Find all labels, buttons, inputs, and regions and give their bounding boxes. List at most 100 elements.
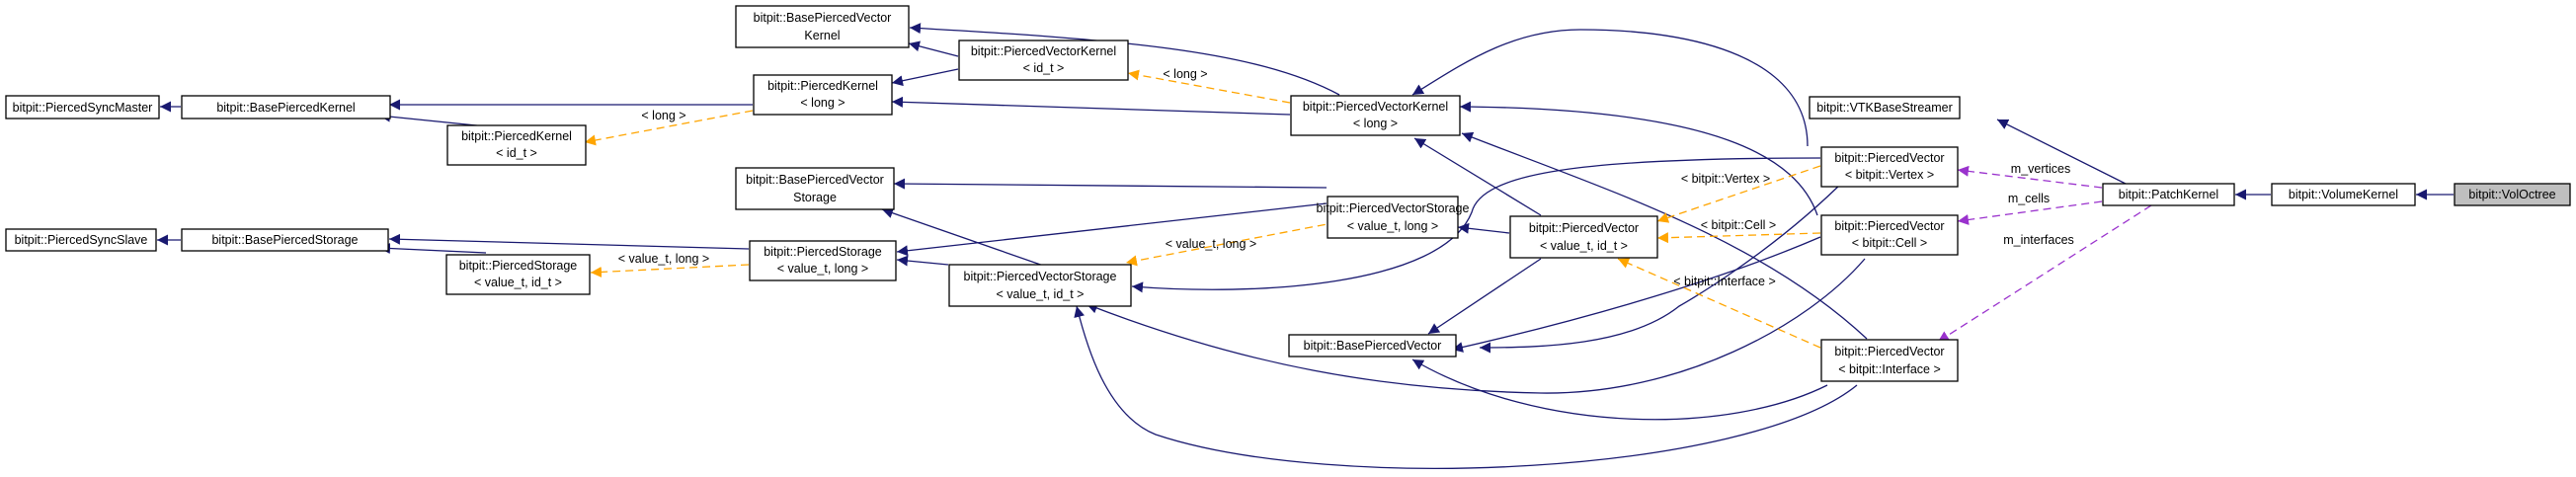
edge-pvstorageid-to-pvstoragelong — [1125, 216, 1364, 267]
node-label: < long > — [1353, 117, 1398, 130]
node-label: < bitpit::Interface > — [1838, 362, 1941, 376]
node-base-pierced-kernel[interactable]: bitpit::BasePiercedKernel — [181, 95, 391, 119]
node-base-pierced-vector-storage[interactable]: bitpit::BasePiercedVector Storage — [735, 167, 895, 210]
node-label: bitpit::PiercedVector — [1529, 221, 1639, 235]
node-pierced-vector-storage-long[interactable]: bitpit::PiercedVectorStorage < value_t, … — [1317, 196, 1470, 239]
node-pierced-vector-generic[interactable]: bitpit::PiercedVector < value_t, id_t > — [1509, 215, 1658, 259]
node-label: bitpit::PiercedVector — [1834, 151, 1944, 165]
node-label: bitpit::BasePiercedStorage — [211, 233, 358, 247]
node-label: < value_t, id_t > — [1540, 239, 1628, 253]
edge-pvgeneric-to-pvstoragelong — [1457, 222, 1510, 234]
edge-pvkid-to-bpvkernel — [908, 40, 959, 57]
node-label: bitpit::BasePiercedVector — [754, 11, 892, 25]
node-label: < long > — [800, 96, 845, 110]
node-pierced-sync-slave[interactable]: bitpit::PiercedSyncSlave — [5, 228, 157, 252]
edge-pvcell-to-pvklong — [1459, 101, 1818, 216]
node-pierced-vector-vertex[interactable]: bitpit::PiercedVector < bitpit::Vertex > — [1820, 146, 1959, 188]
node-pierced-vector-kernel-id[interactable]: bitpit::PiercedVectorKernel < id_t > — [958, 40, 1129, 81]
edge-pvvertex-to-pvgeneric — [1656, 165, 1821, 223]
edge-label: m_vertices — [2011, 162, 2070, 176]
node-label: bitpit::PatchKernel — [2119, 188, 2218, 201]
node-label: bitpit::BasePiercedVector — [746, 173, 884, 187]
edge-pvinterface-to-pvklong — [1461, 131, 1868, 340]
edge-piercedstoragelong-to-basepiercedstorage — [388, 233, 750, 250]
edge-label: < bitpit::Interface > — [1673, 275, 1776, 288]
node-label: bitpit::PiercedVectorStorage — [964, 270, 1117, 283]
node-label: bitpit::VTKBaseStreamer — [1816, 101, 1953, 115]
node-base-pierced-vector-kernel[interactable]: bitpit::BasePiercedVector Kernel — [735, 5, 910, 48]
node-label: bitpit::PiercedVectorKernel — [1303, 100, 1448, 114]
edge-pvvertex-to-pvstorageid — [1131, 157, 1821, 293]
edge-label: < bitpit::Cell > — [1701, 218, 1776, 232]
node-pierced-sync-master[interactable]: bitpit::PiercedSyncMaster — [5, 95, 160, 119]
node-label: bitpit::PiercedStorage — [764, 245, 882, 259]
edge-pvklong-to-bpvkernel — [909, 23, 1340, 96]
edge-piercedkernellong-to-piercedkernelid — [584, 110, 754, 146]
edge-pvklong-to-piercedkernellong — [891, 96, 1291, 116]
edge-pvgeneric-to-pvklong — [1413, 137, 1542, 216]
node-label: bitpit::PiercedSyncSlave — [15, 233, 148, 247]
edge-pvcell-to-basepiercedvector — [1451, 236, 1821, 353]
node-label: < bitpit::Cell > — [1852, 236, 1927, 250]
node-pierced-storage-id[interactable]: bitpit::PiercedStorage < value_t, id_t > — [445, 254, 591, 295]
node-label: < bitpit::Vertex > — [1845, 168, 1934, 182]
node-label: bitpit::PiercedVector — [1834, 345, 1944, 358]
node-label: Storage — [793, 191, 837, 204]
node-label: < value_t, id_t > — [997, 287, 1085, 301]
edge-pvklong-to-pvkid — [1127, 69, 1291, 104]
node-base-pierced-storage[interactable]: bitpit::BasePiercedStorage — [181, 228, 389, 252]
node-pierced-vector-cell[interactable]: bitpit::PiercedVector < bitpit::Cell > — [1820, 214, 1959, 256]
node-patch-kernel[interactable]: bitpit::PatchKernel — [2102, 183, 2235, 206]
node-label: < value_t, long > — [777, 262, 868, 276]
node-pierced-vector-kernel-long[interactable]: bitpit::PiercedVectorKernel < long > — [1290, 95, 1461, 136]
node-label: < id_t > — [496, 146, 537, 160]
node-pierced-kernel-id[interactable]: bitpit::PiercedKernel < id_t > — [446, 124, 587, 166]
edge-pvstorageid-to-piercedstoragelong — [896, 255, 949, 267]
node-label: bitpit::BasePiercedKernel — [216, 101, 355, 115]
edge-label: < value_t, long > — [1166, 237, 1256, 251]
nodes: bitpit::PiercedSyncMaster bitpit::BasePi… — [5, 5, 2571, 382]
node-volume-kernel[interactable]: bitpit::VolumeKernel — [2271, 183, 2416, 206]
edge-pvinterface-to-pvgeneric — [1617, 258, 1821, 349]
edge-piercedstorageid-to-basepiercedstorage — [378, 243, 487, 255]
node-label: bitpit::PiercedStorage — [459, 259, 578, 273]
node-label: bitpit::PiercedVectorKernel — [971, 44, 1116, 58]
node-label: Kernel — [804, 29, 840, 42]
edge-piercedstoragelong-to-piercedstorageid — [590, 264, 750, 278]
edge-pvinterface-to-basepiercedvector — [1411, 358, 1828, 421]
edge-pvcell-to-pvstorageid — [1086, 258, 1866, 394]
edge-label: m_interfaces — [2003, 233, 2074, 247]
edge-labels: < long > < long > < bitpit::Vertex > < b… — [618, 67, 2074, 288]
edge-pvstoragelong-to-piercedstoragelong — [896, 202, 1328, 257]
edges — [157, 23, 2454, 469]
edge-piercedkernelid-to-basepiercedkernel — [378, 111, 487, 127]
edge-patchkernel-to-pvcell — [1957, 200, 2103, 225]
node-pierced-storage-long[interactable]: bitpit::PiercedStorage < value_t, long > — [749, 240, 897, 281]
node-vol-octree[interactable]: bitpit::VolOctree — [2454, 183, 2571, 206]
node-label: < value_t, long > — [1347, 219, 1438, 233]
node-vtk-base-streamer[interactable]: bitpit::VTKBaseStreamer — [1809, 96, 1961, 119]
edge-pvinterface-to-pvstorageid — [1074, 305, 1858, 469]
node-label: bitpit::PiercedVectorStorage — [1317, 201, 1470, 215]
node-base-pierced-vector[interactable]: bitpit::BasePiercedVector — [1288, 334, 1457, 358]
edge-label: < bitpit::Vertex > — [1681, 172, 1770, 186]
node-pierced-kernel-long[interactable]: bitpit::PiercedKernel < long > — [753, 74, 893, 116]
edge-pvgeneric-to-basepiercedvector — [1427, 258, 1542, 335]
edge-pvvertex-to-pvgeneric — [1479, 177, 1848, 354]
edge-pvcell-to-pvgeneric — [1656, 232, 1821, 244]
node-pierced-vector-interface[interactable]: bitpit::PiercedVector < bitpit::Interfac… — [1820, 339, 1959, 382]
edge-label: < long > — [641, 109, 685, 122]
edge-pvvertex-to-pvklong — [1411, 29, 1809, 147]
node-label: bitpit::BasePiercedVector — [1304, 339, 1442, 353]
edge-patchkernel-to-pvinterface — [1937, 204, 2152, 343]
node-label: < id_t > — [1023, 61, 1065, 75]
node-pierced-vector-storage-id[interactable]: bitpit::PiercedVectorStorage < value_t, … — [948, 264, 1132, 307]
node-label: bitpit::PiercedKernel — [767, 79, 878, 93]
edge-patchkernel-to-vtkbasestreamer — [1996, 119, 2134, 189]
edge-pvstoragelong-to-bpvstorage — [893, 178, 1328, 190]
node-label: bitpit::VolOctree — [2468, 188, 2555, 201]
edge-label: < long > — [1163, 67, 1207, 81]
node-label: bitpit::PiercedKernel — [461, 129, 572, 143]
node-label: < value_t, id_t > — [474, 276, 562, 289]
